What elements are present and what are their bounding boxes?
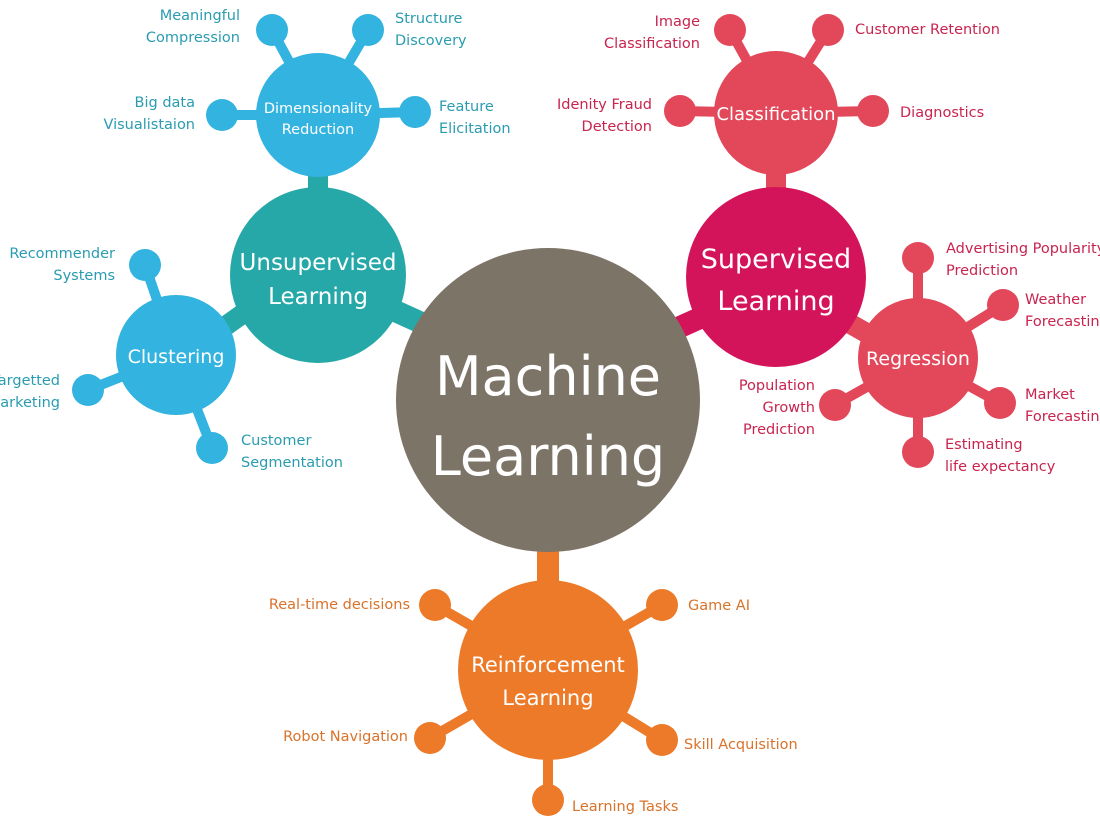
regression-leaf-labels: Advertising Popularity Prediction Weathe… <box>739 241 1100 475</box>
leaf-label: Forecasting <box>1025 314 1100 330</box>
leaf-label: Structure <box>395 11 463 27</box>
leaf-label: Weather <box>1025 292 1086 308</box>
leaf-dot-advertising <box>902 242 934 274</box>
leaf-dot-weather <box>987 289 1019 321</box>
supervised-label-line1: Supervised <box>701 244 851 275</box>
leaf-label: Growth <box>763 400 816 416</box>
leaf-dot-robot-navigation <box>414 722 446 754</box>
leaf-label: Advertising Popularity <box>946 241 1100 257</box>
leaf-label: Big data <box>135 95 195 111</box>
leaf-label: Feature <box>439 99 494 115</box>
hub-labels: Machine Learning Unsupervised Learning D… <box>128 101 970 710</box>
leaf-dot-life-expectancy <box>902 436 934 468</box>
leaf-label: Prediction <box>743 422 815 438</box>
leaf-dot-big-data <box>206 99 238 131</box>
leaf-label: Customer <box>241 433 311 449</box>
classification-label: Classification <box>716 104 835 125</box>
leaf-label: Estimating <box>945 437 1023 453</box>
leaf-dot-learning-tasks <box>532 784 564 816</box>
leaf-label: Learning Tasks <box>572 799 678 815</box>
dimensionality-leaf-labels: Meaningful Compression Structure Discove… <box>103 8 510 137</box>
leaf-label: Targetted <box>0 373 60 389</box>
leaf-label: Idenity Fraud <box>557 97 652 113</box>
leaf-dot-segmentation <box>196 432 228 464</box>
leaf-label: Robot Navigation <box>283 729 408 745</box>
dimensionality-label-line2: Reduction <box>282 122 355 138</box>
leaf-dot-feature-elicitation <box>399 96 431 128</box>
leaf-label: Prediction <box>946 263 1018 279</box>
unsupervised-label-line1: Unsupervised <box>240 250 397 276</box>
leaf-label: Forecasting <box>1025 409 1100 425</box>
regression-node <box>858 298 978 418</box>
clustering-leaf-labels: Recommender Systems Targetted Marketing … <box>0 246 343 471</box>
leaf-label: life expectancy <box>945 459 1056 475</box>
machine-learning-center-node <box>396 248 700 552</box>
leaf-label: Detection <box>582 119 652 135</box>
leaf-dot-game-ai <box>646 589 678 621</box>
reinforcement-learning-node <box>458 580 638 760</box>
leaf-label: Elicitation <box>439 121 511 137</box>
leaf-label: Compression <box>146 30 240 46</box>
classification-leaf-labels: Image Classification Customer Retention … <box>557 14 1000 135</box>
leaf-dot-realtime <box>419 589 451 621</box>
regression-label: Regression <box>866 348 970 370</box>
clustering-node <box>116 295 236 415</box>
reinforcement-leaf-labels: Real-time decisions Game AI Robot Naviga… <box>269 597 798 815</box>
leaf-dot-structure-discovery <box>352 14 384 46</box>
clustering-label: Clustering <box>128 346 225 368</box>
leaf-dot-meaningful-compression <box>256 14 288 46</box>
leaf-dot-recommender <box>129 249 161 281</box>
leaf-label: Skill Acquisition <box>684 737 798 753</box>
leaf-dots <box>72 14 1019 816</box>
unsupervised-label-line2: Learning <box>268 284 368 310</box>
dimensionality-reduction-node <box>256 53 380 177</box>
leaf-label: Recommender <box>9 246 115 262</box>
leaf-label: Meaningful <box>160 8 240 24</box>
leaf-label: Image <box>655 14 700 30</box>
leaf-dot-marketing <box>72 374 104 406</box>
center-label-line2: Learning <box>431 425 665 488</box>
dimensionality-label-line1: Dimensionality <box>264 101 373 117</box>
leaf-label: Visualistaion <box>103 117 195 133</box>
unsupervised-learning-node <box>230 187 406 363</box>
supervised-label-line2: Learning <box>717 286 834 317</box>
leaf-label: Discovery <box>395 33 467 49</box>
center-label-line1: Machine <box>435 345 661 408</box>
reinforcement-label-line1: Reinforcement <box>471 653 625 677</box>
supervised-learning-node <box>686 187 866 367</box>
leaf-dot-customer-retention <box>812 14 844 46</box>
leaf-dot-diagnostics <box>857 95 889 127</box>
leaf-label: Segmentation <box>241 455 343 471</box>
leaf-label: Customer Retention <box>855 22 1000 38</box>
leaf-label: Market <box>1025 387 1075 403</box>
leaf-dot-market <box>984 387 1016 419</box>
leaf-label: Diagnostics <box>900 105 984 121</box>
leaf-label: Game AI <box>688 598 750 614</box>
leaf-dot-fraud <box>664 95 696 127</box>
classification-node <box>714 51 838 175</box>
leaf-label: Classification <box>604 36 700 52</box>
leaf-label: Systems <box>53 268 115 284</box>
hubs <box>116 51 978 760</box>
leaf-label: Real-time decisions <box>269 597 410 613</box>
leaf-dot-population <box>819 389 851 421</box>
leaf-label: Population <box>739 378 815 394</box>
leaf-dot-skill-acquisition <box>646 724 678 756</box>
reinforcement-label-line2: Learning <box>502 686 593 710</box>
leaf-label: Marketing <box>0 395 60 411</box>
leaf-dot-image-classification <box>714 14 746 46</box>
